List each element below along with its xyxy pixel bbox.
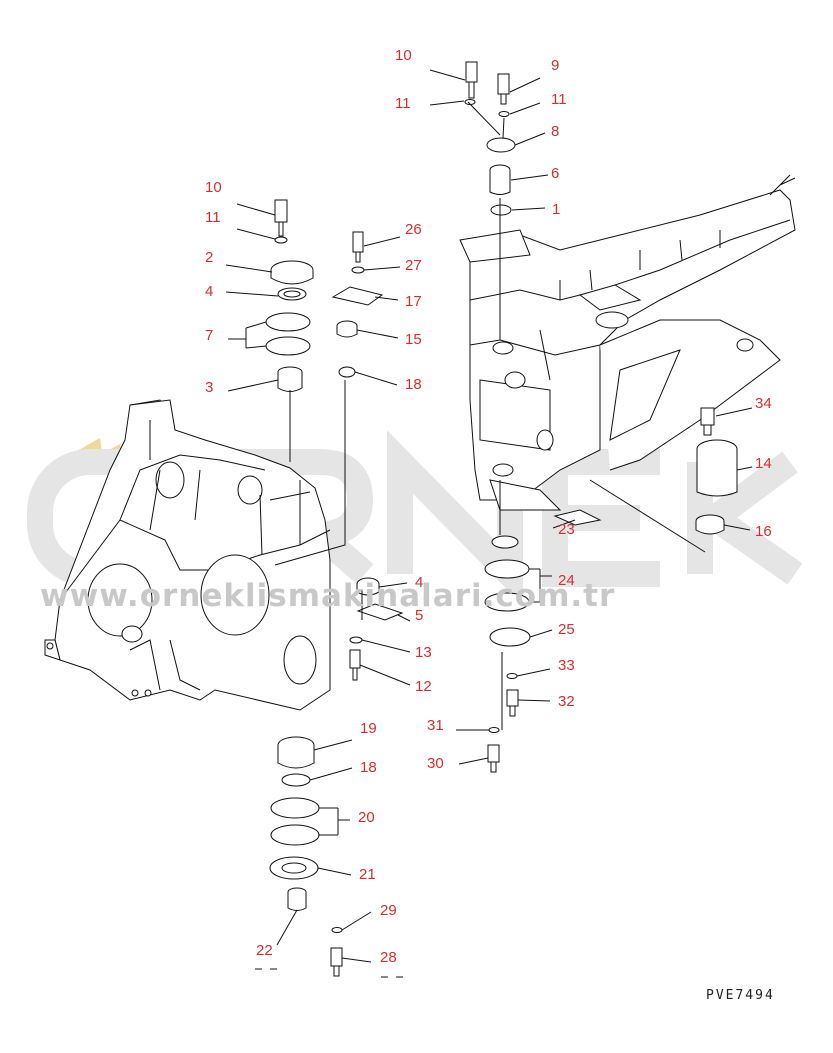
callout-18b: 18 (360, 759, 377, 776)
kingpin-parts-left (265, 199, 404, 977)
front-frame (44, 399, 331, 711)
callout-28: 28 (380, 949, 397, 966)
callout-6: 6 (551, 165, 560, 182)
callout-27: 27 (405, 257, 422, 274)
callout-26: 26 (405, 221, 422, 238)
callout-30: 30 (427, 755, 444, 772)
callout-29: 29 (380, 902, 397, 919)
callout-11a: 11 (395, 95, 411, 112)
callout-12: 12 (415, 678, 432, 695)
callout-7: 7 (205, 327, 214, 344)
callout-11b: 11 (551, 91, 567, 108)
callout-24: 24 (558, 572, 575, 589)
callout-18a: 18 (405, 376, 422, 393)
callout-17: 17 (405, 293, 422, 310)
callout-3: 3 (205, 379, 214, 396)
callout-14: 14 (755, 455, 772, 472)
document-code: PVE7494 (706, 988, 775, 1003)
callout-25: 25 (558, 621, 575, 638)
kingpin-parts-right (464, 61, 738, 773)
callout-4b: 4 (415, 574, 424, 591)
callout-5: 5 (415, 607, 424, 624)
callout-21: 21 (359, 866, 376, 883)
callout-2: 2 (205, 249, 214, 266)
callout-31: 31 (427, 717, 444, 734)
callout-33: 33 (558, 657, 575, 674)
leader-lines (225, 69, 753, 963)
dash-marks (255, 968, 403, 978)
callout-10b: 10 (205, 179, 222, 196)
callout-8: 8 (551, 123, 560, 140)
assembly-axes (274, 101, 706, 730)
watermark-url: www.orneklismakinalari.com.tr (40, 578, 616, 614)
callout-16: 16 (755, 523, 772, 540)
callout-15: 15 (405, 331, 422, 348)
callout-9: 9 (551, 57, 560, 74)
callout-1: 1 (552, 201, 561, 218)
callout-11c: 11 (205, 209, 221, 226)
callout-10a: 10 (395, 47, 412, 64)
callout-4a: 4 (205, 283, 214, 300)
callout-23: 23 (558, 521, 575, 538)
callout-20: 20 (358, 809, 375, 826)
callout-13: 13 (415, 644, 432, 661)
callout-34: 34 (755, 395, 772, 412)
callout-22: 22 (256, 942, 273, 959)
callout-19: 19 (360, 720, 377, 737)
callout-32: 32 (558, 693, 575, 710)
rear-frame (459, 174, 796, 511)
